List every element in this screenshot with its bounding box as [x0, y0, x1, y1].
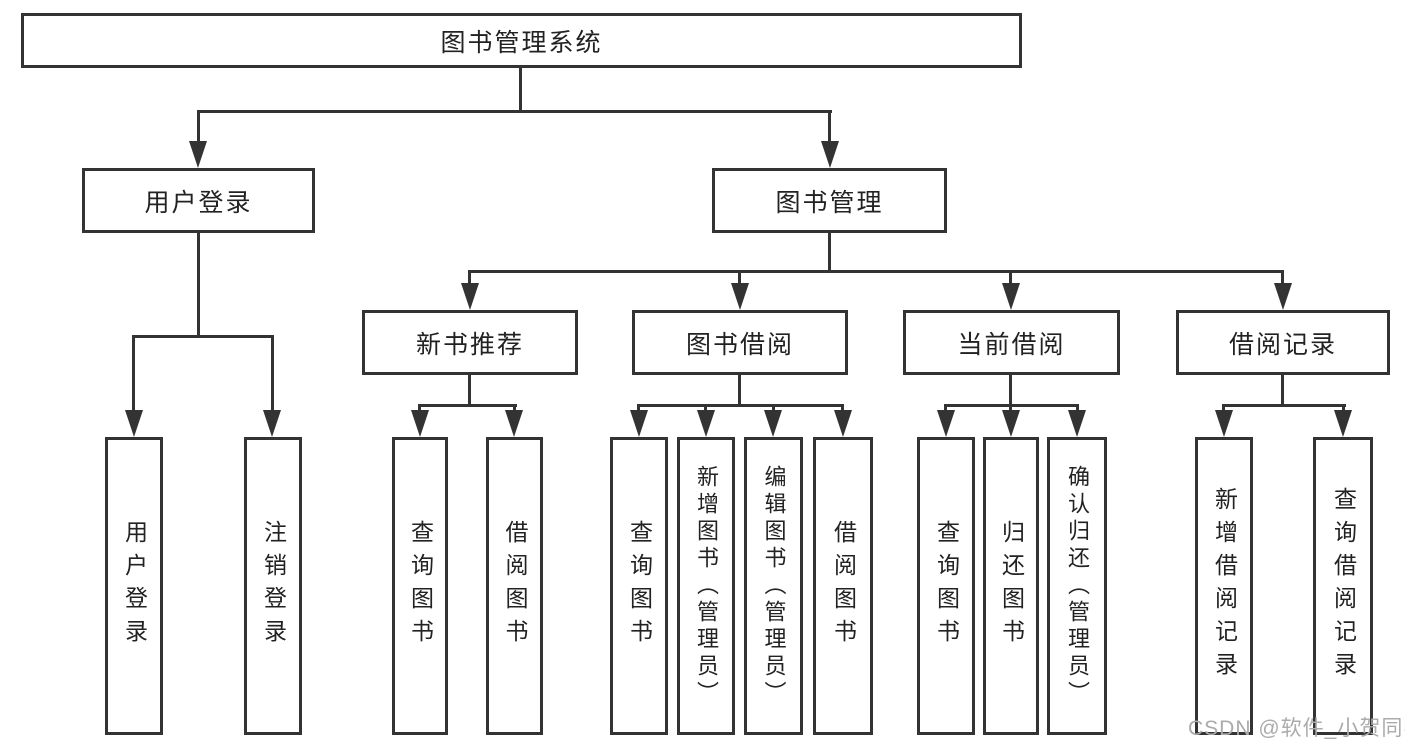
connector-stem-user-login — [197, 110, 200, 144]
connector-stub-book-management — [828, 233, 831, 273]
connector-stem — [704, 404, 707, 413]
node-label: 查询图书 — [626, 520, 653, 652]
node-label: 查询图书 — [933, 520, 960, 652]
arrowhead — [697, 410, 715, 437]
connector-stem — [1281, 270, 1284, 286]
arrowhead — [461, 283, 479, 310]
arrowhead — [411, 410, 429, 437]
connector-hline — [637, 404, 844, 407]
connector-stem — [132, 335, 135, 413]
connector-stub — [1281, 375, 1284, 407]
node-label: 新增图书（管理员） — [694, 464, 719, 708]
connector-hline-book-management — [468, 270, 1284, 273]
connector-stub — [1009, 375, 1012, 407]
leaf-logout: 注销登录 — [244, 437, 302, 735]
connector-hline-user-login — [132, 335, 274, 338]
connector-stem — [468, 270, 471, 286]
node-label: 用户登录 — [144, 188, 253, 217]
connector-stem — [1009, 404, 1012, 413]
node-book-management: 图书管理 — [712, 168, 947, 233]
node-label: 图书管理系统 — [440, 28, 603, 57]
connector-stem-book-management — [828, 110, 831, 144]
node-root: 图书管理系统 — [21, 13, 1022, 68]
leaf-nb-query-book: 查询图书 — [392, 437, 448, 735]
node-label: 当前借阅 — [957, 330, 1066, 359]
connector-stem — [637, 404, 640, 413]
leaf-cb-confirm-return-admin: 确认归还（管理员） — [1047, 437, 1107, 735]
arrowhead — [1068, 410, 1086, 437]
leaf-bb-query-book: 查询图书 — [610, 437, 668, 735]
arrowhead — [125, 410, 143, 437]
node-label: 查询图书 — [407, 520, 434, 652]
arrowhead — [764, 410, 782, 437]
node-book-borrow: 图书借阅 — [632, 310, 848, 375]
connector-stem — [271, 335, 274, 413]
node-label: 图书借阅 — [685, 330, 794, 359]
connector-stem — [772, 404, 775, 413]
arrowhead — [834, 410, 852, 437]
arrowhead — [1215, 410, 1233, 437]
leaf-bb-borrow-book: 借阅图书 — [813, 437, 873, 735]
connector-stem — [944, 404, 947, 413]
leaf-bb-add-book-admin: 新增图书（管理员） — [677, 437, 735, 735]
watermark: CSDN @软件_小贺同学 — [1188, 717, 1405, 740]
node-label: 新增借阅记录 — [1211, 487, 1238, 685]
connector-hline — [1222, 404, 1346, 407]
arrowhead — [731, 283, 749, 310]
connector-stem — [513, 404, 516, 413]
connector-stem — [1222, 404, 1225, 413]
arrowhead — [1334, 410, 1352, 437]
node-label: 借阅图书 — [502, 520, 528, 652]
node-label: 借阅记录 — [1228, 330, 1337, 359]
connector-stub-user-login — [197, 233, 200, 338]
node-label: 图书管理 — [775, 188, 884, 217]
leaf-cb-query-book: 查询图书 — [917, 437, 975, 735]
arrowhead — [630, 410, 648, 437]
node-label: 注销登录 — [260, 520, 287, 652]
connector-stem — [1009, 270, 1012, 286]
connector-stub-root — [519, 68, 522, 113]
arrowhead — [1002, 410, 1020, 437]
connector-stem — [418, 404, 421, 413]
node-label: 编辑图书（管理员） — [761, 464, 787, 708]
connector-hline-root — [197, 110, 832, 113]
connector-stub — [738, 375, 741, 407]
node-label: 查询借阅记录 — [1330, 487, 1357, 685]
node-current-borrow: 当前借阅 — [903, 310, 1120, 375]
node-borrow-record: 借阅记录 — [1176, 310, 1390, 375]
connector-stem — [841, 404, 844, 413]
node-label: 用户登录 — [121, 520, 148, 652]
arrowhead — [1274, 283, 1292, 310]
leaf-br-query-record: 查询借阅记录 — [1313, 437, 1373, 735]
connector-stem — [738, 270, 741, 286]
node-label: 确认归还（管理员） — [1065, 464, 1090, 708]
leaf-bb-edit-book-admin: 编辑图书（管理员） — [744, 437, 803, 735]
arrowhead — [937, 410, 955, 437]
node-label: 新书推荐 — [415, 330, 524, 359]
arrowhead — [821, 141, 839, 168]
arrowhead — [1002, 283, 1020, 310]
arrowhead — [263, 410, 281, 437]
connector-stem — [1342, 404, 1345, 413]
arrowhead — [505, 410, 523, 437]
node-label: 归还图书 — [998, 520, 1025, 652]
connector-stem — [1076, 404, 1079, 413]
node-user-login: 用户登录 — [82, 168, 315, 233]
leaf-cb-return-book: 归还图书 — [983, 437, 1039, 735]
leaf-br-add-record: 新增借阅记录 — [1195, 437, 1253, 735]
connector-hline — [418, 404, 517, 407]
connector-stub — [468, 375, 471, 407]
leaf-user-login: 用户登录 — [105, 437, 163, 735]
leaf-nb-borrow-book: 借阅图书 — [486, 437, 543, 735]
arrowhead — [189, 141, 207, 168]
node-new-book-recommend: 新书推荐 — [362, 310, 578, 375]
node-label: 借阅图书 — [830, 520, 857, 652]
